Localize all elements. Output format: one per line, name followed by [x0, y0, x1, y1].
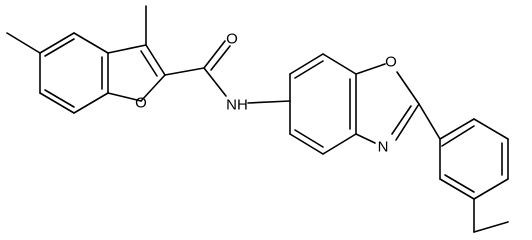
bond: [107, 44, 147, 54]
bond: [322, 53, 357, 75]
bond: [164, 67, 205, 76]
bond: [441, 125, 475, 147]
bond: [473, 118, 509, 140]
bond: [418, 103, 441, 140]
bond: [140, 50, 158, 77]
bond: [322, 133, 357, 155]
amide-nh-label: NH: [226, 97, 248, 114]
bond: [355, 133, 376, 144]
bond: [73, 92, 109, 114]
atom-labels: O NH O O N: [135, 31, 397, 156]
furan-oxygen-label: O: [135, 95, 147, 112]
bond: [44, 38, 75, 57]
bond: [140, 74, 166, 102]
bond: [107, 92, 142, 102]
carbonyl-oxygen-label: O: [226, 31, 238, 48]
bond: [294, 60, 324, 79]
bond: [439, 178, 475, 200]
bond: [210, 45, 231, 71]
bond: [39, 92, 75, 114]
bond: [473, 178, 509, 200]
bond: [73, 32, 109, 54]
bond: [355, 63, 386, 75]
bond: [395, 103, 420, 141]
bond: [473, 221, 509, 233]
bond: [39, 32, 75, 54]
bond: [391, 105, 412, 135]
bond: [203, 40, 226, 69]
oxazole-nitrogen-label: N: [378, 139, 389, 156]
bond: [289, 53, 324, 75]
bond: [444, 174, 475, 193]
bond: [44, 89, 75, 108]
bond: [396, 71, 420, 105]
bond: [289, 133, 324, 155]
bond: [247, 100, 291, 104]
bond-lines: [6, 5, 509, 233]
bond: [203, 67, 227, 97]
bond: [6, 32, 41, 54]
bond: [294, 129, 324, 148]
bond: [145, 44, 166, 76]
oxazole-oxygen-label: O: [385, 54, 397, 71]
bond: [439, 118, 475, 140]
